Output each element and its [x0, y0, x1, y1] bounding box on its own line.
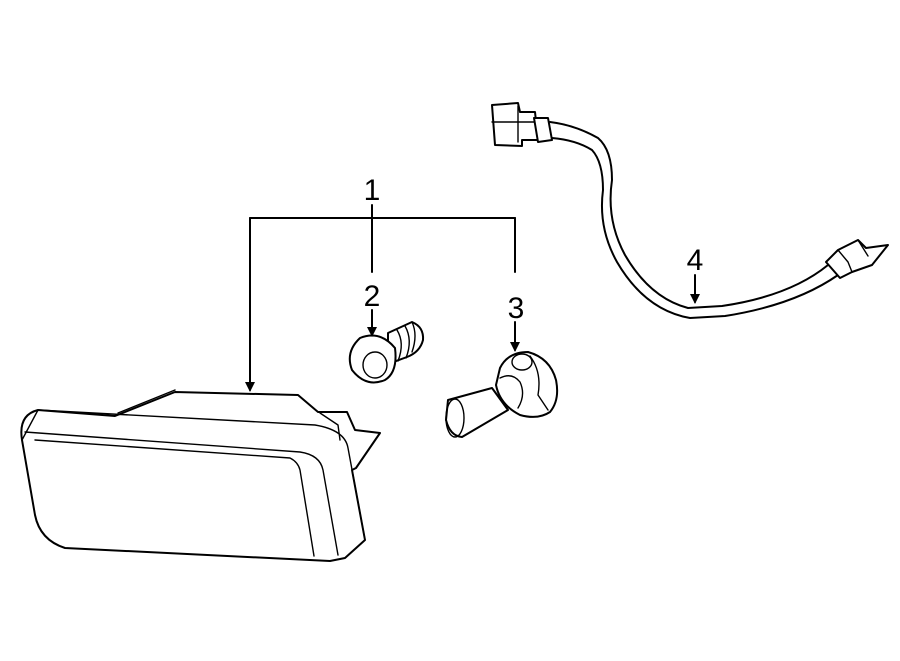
- callout-bracket-1: [245, 204, 516, 392]
- callout-4: 4: [687, 244, 704, 277]
- wire-harness: [491, 102, 889, 319]
- screw: [348, 321, 425, 384]
- callout-2: 2: [364, 280, 381, 313]
- bulb: [445, 351, 559, 438]
- callout-3: 3: [508, 292, 525, 325]
- fog-lamp-housing: [20, 389, 381, 562]
- callout-1: 1: [364, 174, 381, 207]
